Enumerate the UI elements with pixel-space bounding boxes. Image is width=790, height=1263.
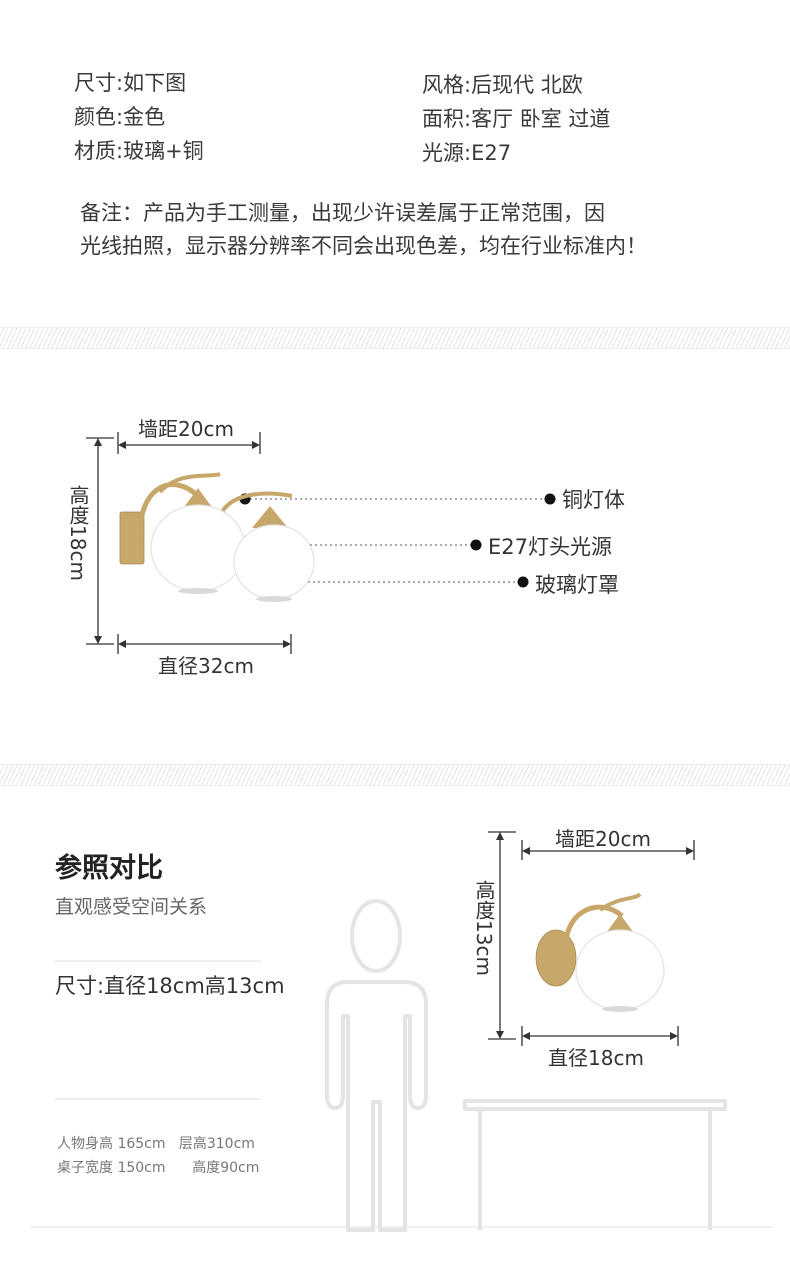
comparison-subtitle: 直观感受空间关系 [55, 896, 208, 918]
lamp-dimension-diagram: 墙距20cm 高度18cm 直径32cm 铜灯体 E27灯头光源 玻璃灯罩 [0, 350, 790, 750]
callout-e27-source: E27灯头光源 [488, 535, 612, 559]
lamp-illustration-double [86, 432, 556, 654]
spec-section: 尺寸:如下图 颜色:金色 材质:玻璃+铜 风格:后现代 北欧 面积:客厅 卧室 … [0, 0, 790, 320]
wall-distance-label-2: 墙距20cm [555, 827, 651, 851]
section-divider [0, 327, 790, 349]
spec-size: 尺寸:如下图 [74, 71, 187, 95]
note-line-1: 备注：产品为手工测量，出现少许误差属于正常范围，因 [80, 201, 605, 225]
note-line-2: 光线拍照，显示器分辨率不同会出现色差，均在行业标准内！ [80, 234, 647, 258]
height-label-2: 高度13cm [472, 880, 496, 976]
spec-area: 面积:客厅 卧室 过道 [422, 107, 611, 131]
height-label: 高度18cm [66, 485, 90, 581]
spec-style: 风格:后现代 北欧 [422, 73, 583, 97]
comparison-section: 参照对比 直观感受空间关系 尺寸:直径18cm高13cm 人物身高 165cm … [0, 790, 790, 1263]
reference-table-size: 桌子宽度 150cm 高度90cm [57, 1160, 260, 1176]
product-size: 尺寸:直径18cm高13cm [55, 974, 285, 998]
spec-light-source: 光源:E27 [422, 141, 512, 165]
diameter-label-2: 直径18cm [548, 1046, 644, 1070]
section-divider-2 [0, 764, 790, 786]
reference-person-height: 人物身高 165cm 层高310cm [57, 1136, 255, 1152]
callout-brass-body: 铜灯体 [562, 488, 625, 512]
spec-color: 颜色:金色 [74, 105, 166, 129]
spec-material: 材质:玻璃+铜 [74, 139, 204, 163]
diameter-label: 直径32cm [158, 654, 254, 678]
wall-distance-label: 墙距20cm [138, 417, 234, 441]
callout-glass-shade: 玻璃灯罩 [535, 573, 619, 597]
comparison-title: 参照对比 [55, 853, 163, 884]
reference-scene [30, 831, 773, 1232]
